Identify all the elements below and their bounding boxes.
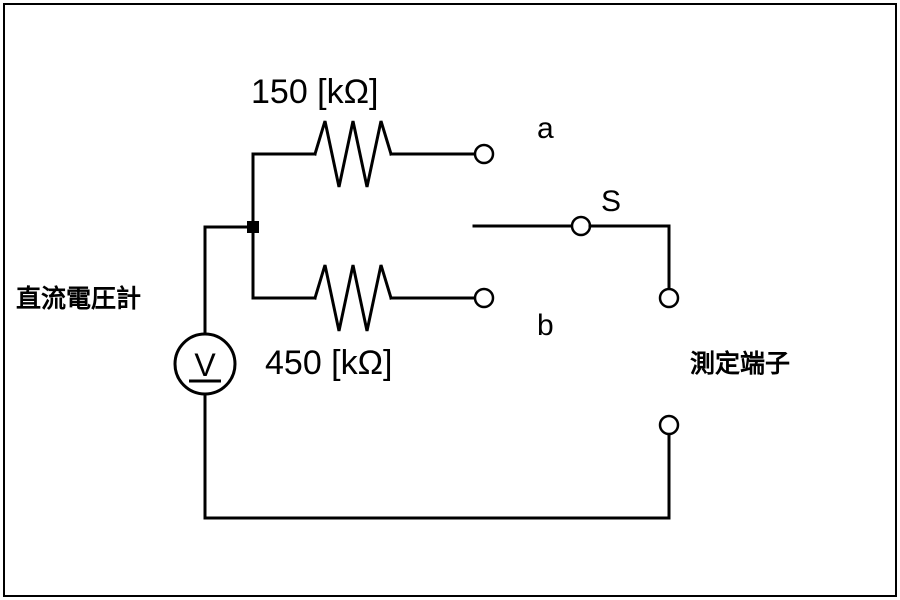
resistor-450k <box>313 264 393 332</box>
label-measure-terminals: 測定端子 <box>690 349 790 378</box>
label-switch: S <box>601 185 621 218</box>
wire-branch-upper <box>251 152 317 229</box>
wire-branch-lower <box>251 225 317 300</box>
resistor-150k <box>313 120 393 188</box>
label-terminal-b: b <box>537 309 554 342</box>
voltmeter-symbol: V <box>194 347 216 383</box>
wire-voltmeter-top <box>203 225 255 337</box>
label-r1: 150 [kΩ] <box>251 73 378 111</box>
label-r2: 450 [kΩ] <box>265 344 392 382</box>
terminal-b <box>473 287 495 309</box>
label-terminal-a: a <box>537 112 554 145</box>
wire-return <box>203 393 671 520</box>
switch-pivot <box>570 215 592 237</box>
measure-terminal-bottom <box>658 414 680 436</box>
terminal-a <box>473 143 495 165</box>
measure-terminal-top <box>658 287 680 309</box>
label-voltmeter: 直流電圧計 <box>16 284 141 313</box>
voltmeter-circle <box>173 332 237 396</box>
diagram-frame <box>3 3 897 597</box>
wire-switch-to-terminal <box>588 224 671 291</box>
